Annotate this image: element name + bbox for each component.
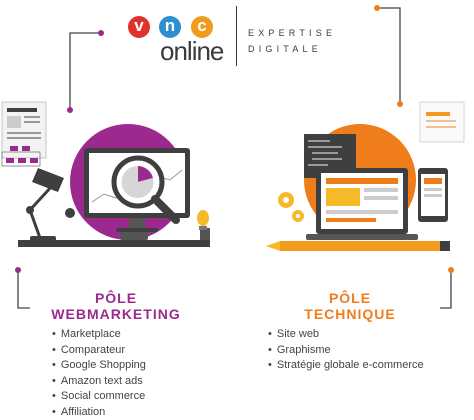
list-item: Affiliation — [52, 405, 146, 420]
light-bulb-icon — [197, 210, 209, 230]
pole-webmarketing-title-line1: PÔLE — [94, 290, 138, 306]
list-item: Site web — [268, 327, 424, 343]
smartphone-icon — [418, 168, 448, 222]
right-bottom-connector — [440, 272, 452, 309]
webmarketing-list: Marketplace Comparateur Google Shopping … — [52, 327, 146, 420]
gear-icon — [278, 192, 304, 222]
list-item: Marketplace — [52, 327, 146, 343]
list-item: Graphisme — [268, 343, 424, 359]
pole-technique-title-line2: TECHNIQUE — [304, 306, 396, 322]
tagline-line1: EXPERTISE — [248, 28, 337, 38]
dot-left-bottom — [15, 267, 21, 273]
connector-lines — [17, 7, 452, 309]
dot-right-bottom — [448, 267, 454, 273]
laptop-icon — [306, 168, 418, 240]
right-top-connector — [378, 7, 401, 102]
list-item: Comparateur — [52, 343, 146, 359]
pole-technique-title: PÔLE TECHNIQUE — [290, 290, 410, 322]
logo-letter-n: n — [159, 16, 181, 38]
pencil-icon — [266, 241, 450, 251]
logo-letter-c: c — [191, 16, 213, 38]
connector-dots-orange — [374, 5, 454, 273]
flowchart-icon — [6, 146, 38, 163]
desk — [18, 240, 210, 247]
logo-divider — [236, 6, 237, 66]
logo-letter-v: v — [128, 16, 150, 38]
dot-right-mid — [397, 101, 403, 107]
pole-webmarketing-title-line2: WEBMARKETING — [51, 306, 181, 322]
list-item: Amazon text ads — [52, 374, 146, 390]
tagline-line2: DIGITALE — [248, 44, 322, 54]
connector-dots — [15, 30, 104, 273]
dot-left-mid — [67, 107, 73, 113]
left-top-connector — [69, 32, 100, 108]
pole-webmarketing-title: PÔLE WEBMARKETING — [36, 290, 196, 322]
list-item: Google Shopping — [52, 358, 146, 374]
list-item: Stratégie globale e-commerce — [268, 358, 424, 374]
left-bottom-connector — [17, 272, 30, 309]
logo-wordmark: online — [160, 36, 224, 66]
dot-right-top — [374, 5, 380, 11]
magnifier-monitor-illustration — [1, 101, 210, 247]
pole-technique-title-line1: PÔLE — [328, 290, 372, 306]
technique-list: Site web Graphisme Stratégie globale e-c… — [268, 327, 424, 374]
document-icon-right — [419, 101, 465, 143]
web-dev-laptop-illustration — [266, 101, 465, 251]
desk-lamp-icon — [26, 168, 64, 242]
magnifier-icon — [111, 155, 180, 224]
dot-left-top — [98, 30, 104, 36]
list-item: Social commerce — [52, 389, 146, 405]
